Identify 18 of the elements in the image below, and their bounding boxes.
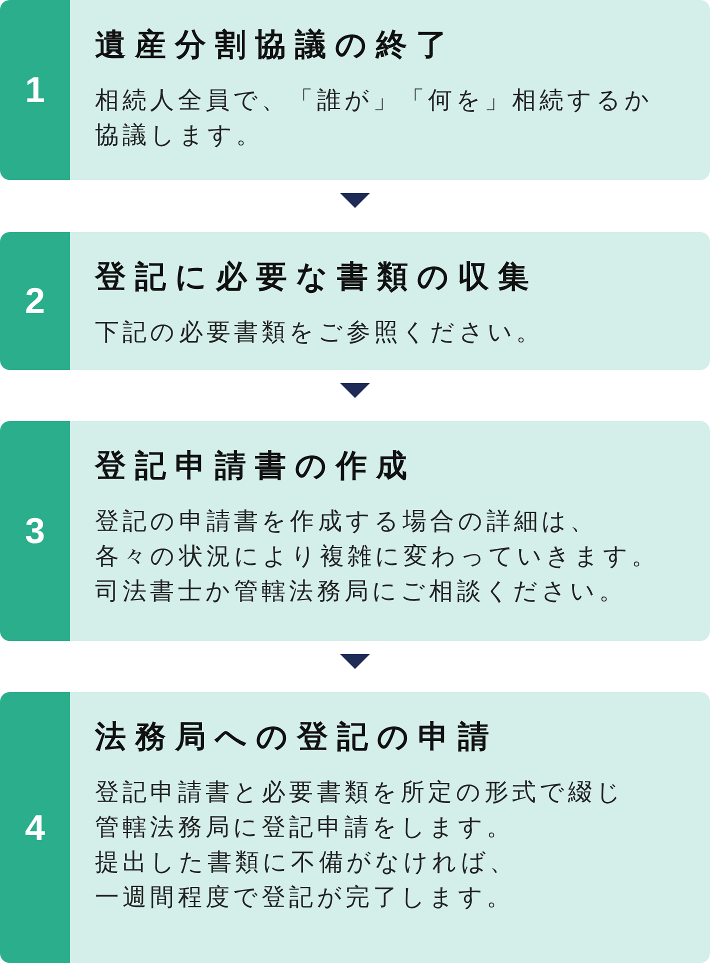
step-card xyxy=(0,692,710,963)
step-description: 下記の必要書類をご参照ください。 xyxy=(95,317,545,348)
step-description: 相続人全員で、「誰が」「何を」相続するか協議します。 xyxy=(95,85,654,151)
step-number: 3 xyxy=(24,513,46,549)
step-title: 登記申請書の作成 xyxy=(95,448,416,484)
down-arrow xyxy=(340,383,370,398)
step-title: 遺産分割協議の終了 xyxy=(95,27,456,63)
step-description: 登記申請書と必要書類を所定の形式で綴じ管轄法務局に登記申請をします。提出した書類に不備がなければ、一週間程度で登記が完了します。 xyxy=(95,777,625,913)
down-arrow xyxy=(340,654,370,669)
step-number: 2 xyxy=(24,283,46,319)
step-number: 1 xyxy=(24,72,46,108)
step-card xyxy=(0,0,710,180)
step-card xyxy=(0,232,710,370)
step-title: 登記に必要な書類の収集 xyxy=(95,259,538,295)
step-card xyxy=(0,421,710,641)
step-title: 法務局への登記の申請 xyxy=(95,719,498,755)
step-description: 登記の申請書を作成する場合の詳細は、各々の状況により複雑に変わっていきます。司法書士か管轄法務局にご相談ください。 xyxy=(95,506,655,607)
step-number: 4 xyxy=(24,810,46,846)
